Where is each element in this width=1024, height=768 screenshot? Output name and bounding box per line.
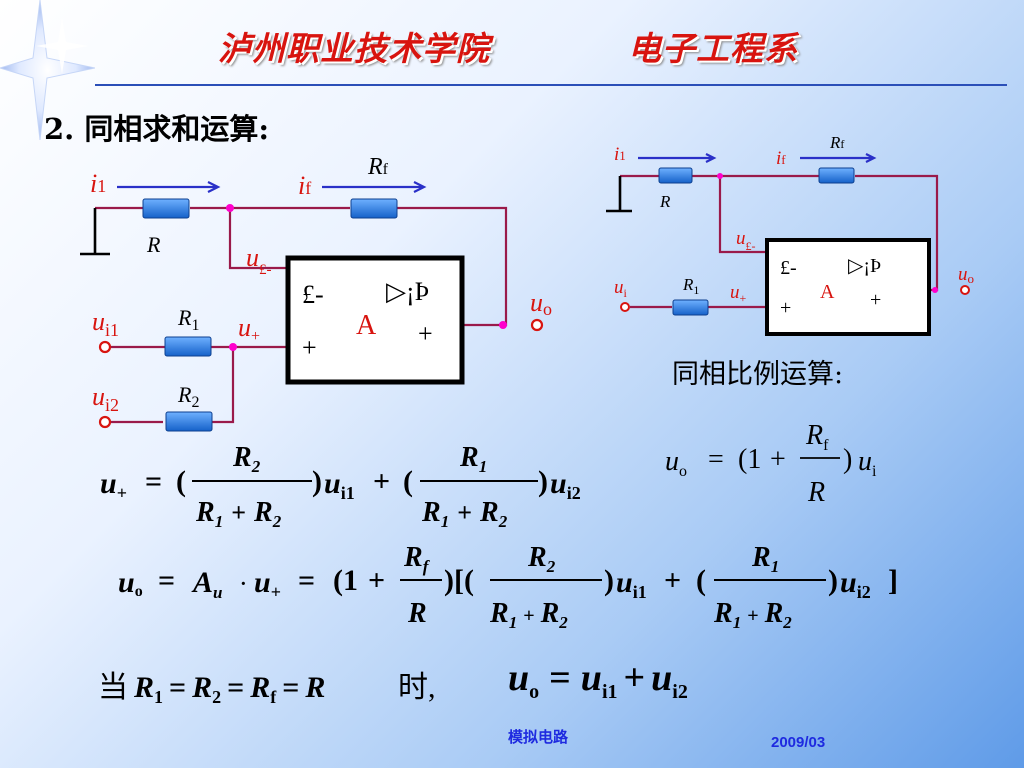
svg-text:R1: R1: [177, 305, 199, 334]
svg-text:Rf: Rf: [367, 154, 389, 180]
svg-text:▷¡Þ: ▷¡Þ: [848, 255, 881, 277]
svg-text:R1+R2: R1+R2: [489, 598, 568, 632]
svg-text:£-: £-: [780, 257, 797, 279]
svg-text:(: (: [176, 465, 186, 498]
resistor-Rf: [350, 198, 398, 219]
svg-text:ui: ui: [858, 446, 877, 480]
svg-text:ui1: ui1: [92, 307, 119, 340]
svg-text:R1+R2: R1+R2: [421, 497, 508, 531]
svg-text:uo=ui1+ui2: uo=ui1+ui2: [508, 657, 688, 703]
header-rule: [95, 84, 1007, 86]
svg-text:=: =: [298, 564, 315, 597]
svg-text:+: +: [770, 444, 786, 475]
svg-text:]: ]: [888, 564, 898, 597]
svg-text:): ): [604, 564, 614, 597]
svg-text:▷¡Þ: ▷¡Þ: [386, 277, 429, 306]
svg-text:(: (: [403, 465, 413, 498]
svg-text:+: +: [664, 564, 681, 597]
opamp-box: [285, 255, 465, 385]
svg-text:u+: u+: [100, 467, 127, 503]
svg-text:uo: uo: [958, 264, 974, 286]
svg-text:R2: R2: [527, 542, 556, 576]
resistor-R1: [164, 336, 212, 357]
svg-text:+: +: [780, 297, 791, 319]
svg-text:u+: u+: [238, 313, 260, 345]
svg-text:Rf: Rf: [805, 420, 829, 454]
svg-text:£-: £-: [302, 280, 324, 309]
svg-text:R: R: [807, 477, 825, 508]
svg-text:R1: R1: [682, 275, 699, 297]
small-circuit-caption: 同相比例运算:: [672, 359, 844, 390]
svg-text:(1: (1: [738, 444, 761, 475]
svg-text:A: A: [820, 281, 835, 303]
svg-text:u£-: u£-: [246, 243, 272, 278]
svg-text:Rf: Rf: [403, 542, 431, 576]
svg-text:ui2: ui2: [92, 382, 119, 415]
svg-text:R1+R2: R1+R2: [713, 598, 792, 632]
svg-text:R2: R2: [232, 442, 261, 476]
svg-text:uo: uo: [665, 446, 687, 480]
svg-text:ui2: ui2: [550, 467, 581, 503]
section-title: 2. 同相求和运算:: [44, 112, 270, 146]
svg-text:+: +: [368, 564, 385, 597]
svg-text:u+: u+: [254, 566, 281, 602]
svg-text:(1: (1: [333, 564, 358, 597]
svg-text:u£-: u£-: [736, 228, 756, 253]
svg-text:i1: i1: [90, 169, 106, 198]
resistor-R: [142, 198, 190, 219]
svg-text:u+: u+: [730, 282, 747, 305]
svg-text:+: +: [373, 465, 390, 498]
svg-text:时,: 时,: [398, 671, 436, 704]
footer-date: 2009/03: [771, 734, 826, 751]
svg-text:当: 当: [98, 671, 128, 704]
svg-text:·: ·: [240, 573, 247, 595]
svg-text:i1: i1: [614, 144, 626, 165]
svg-text:A: A: [356, 310, 377, 341]
svg-text:): ): [312, 465, 322, 498]
svg-text:Rf: Rf: [829, 133, 844, 152]
college-title: 泸州职业技术学院: [218, 29, 490, 68]
department-title: 电子工程系: [628, 29, 798, 68]
svg-text:R: R: [407, 598, 427, 629]
resistor-R2: [165, 411, 213, 432]
svg-text:)[(: )[(: [444, 564, 474, 597]
sparkle-decoration: [0, 0, 95, 140]
svg-text:+: +: [302, 333, 317, 362]
svg-text:ui1: ui1: [616, 566, 647, 602]
footer-course: 模拟电路: [508, 729, 569, 746]
svg-text:ui: ui: [614, 277, 628, 300]
svg-text:+: +: [418, 319, 433, 348]
svg-text:): ): [538, 465, 548, 498]
svg-text:R1: R1: [459, 442, 487, 476]
svg-text:=: =: [708, 444, 724, 475]
svg-text:uo: uo: [530, 288, 552, 319]
svg-text:R1: R1: [751, 542, 779, 576]
main-circuit: i1 if R Rf u£- u+ ui1 ui2 R1 R2 uo £- + …: [80, 154, 552, 432]
svg-text:): ): [828, 564, 838, 597]
svg-text:R1+R2: R1+R2: [195, 497, 282, 531]
svg-text:ui2: ui2: [840, 566, 871, 602]
svg-text:=: =: [145, 465, 162, 498]
svg-text:ui1: ui1: [324, 467, 355, 503]
svg-text:(: (: [696, 564, 706, 597]
svg-text:R: R: [659, 192, 671, 211]
svg-text:=: =: [158, 564, 175, 597]
svg-text:uo: uo: [118, 566, 143, 600]
svg-text:if: if: [776, 148, 786, 169]
svg-text:Au: Au: [191, 566, 222, 602]
svg-text:if: if: [298, 171, 311, 200]
svg-text:): ): [843, 444, 852, 475]
svg-text:R1=R2=Rf=R: R1=R2=Rf=R: [133, 671, 325, 707]
svg-text:+: +: [870, 289, 881, 311]
label-R: R: [146, 232, 161, 257]
small-circuit: i1 if R Rf u£- u+ ui R1 uo £- + ▷¡Þ A +: [606, 133, 974, 336]
svg-text:R2: R2: [177, 382, 199, 411]
